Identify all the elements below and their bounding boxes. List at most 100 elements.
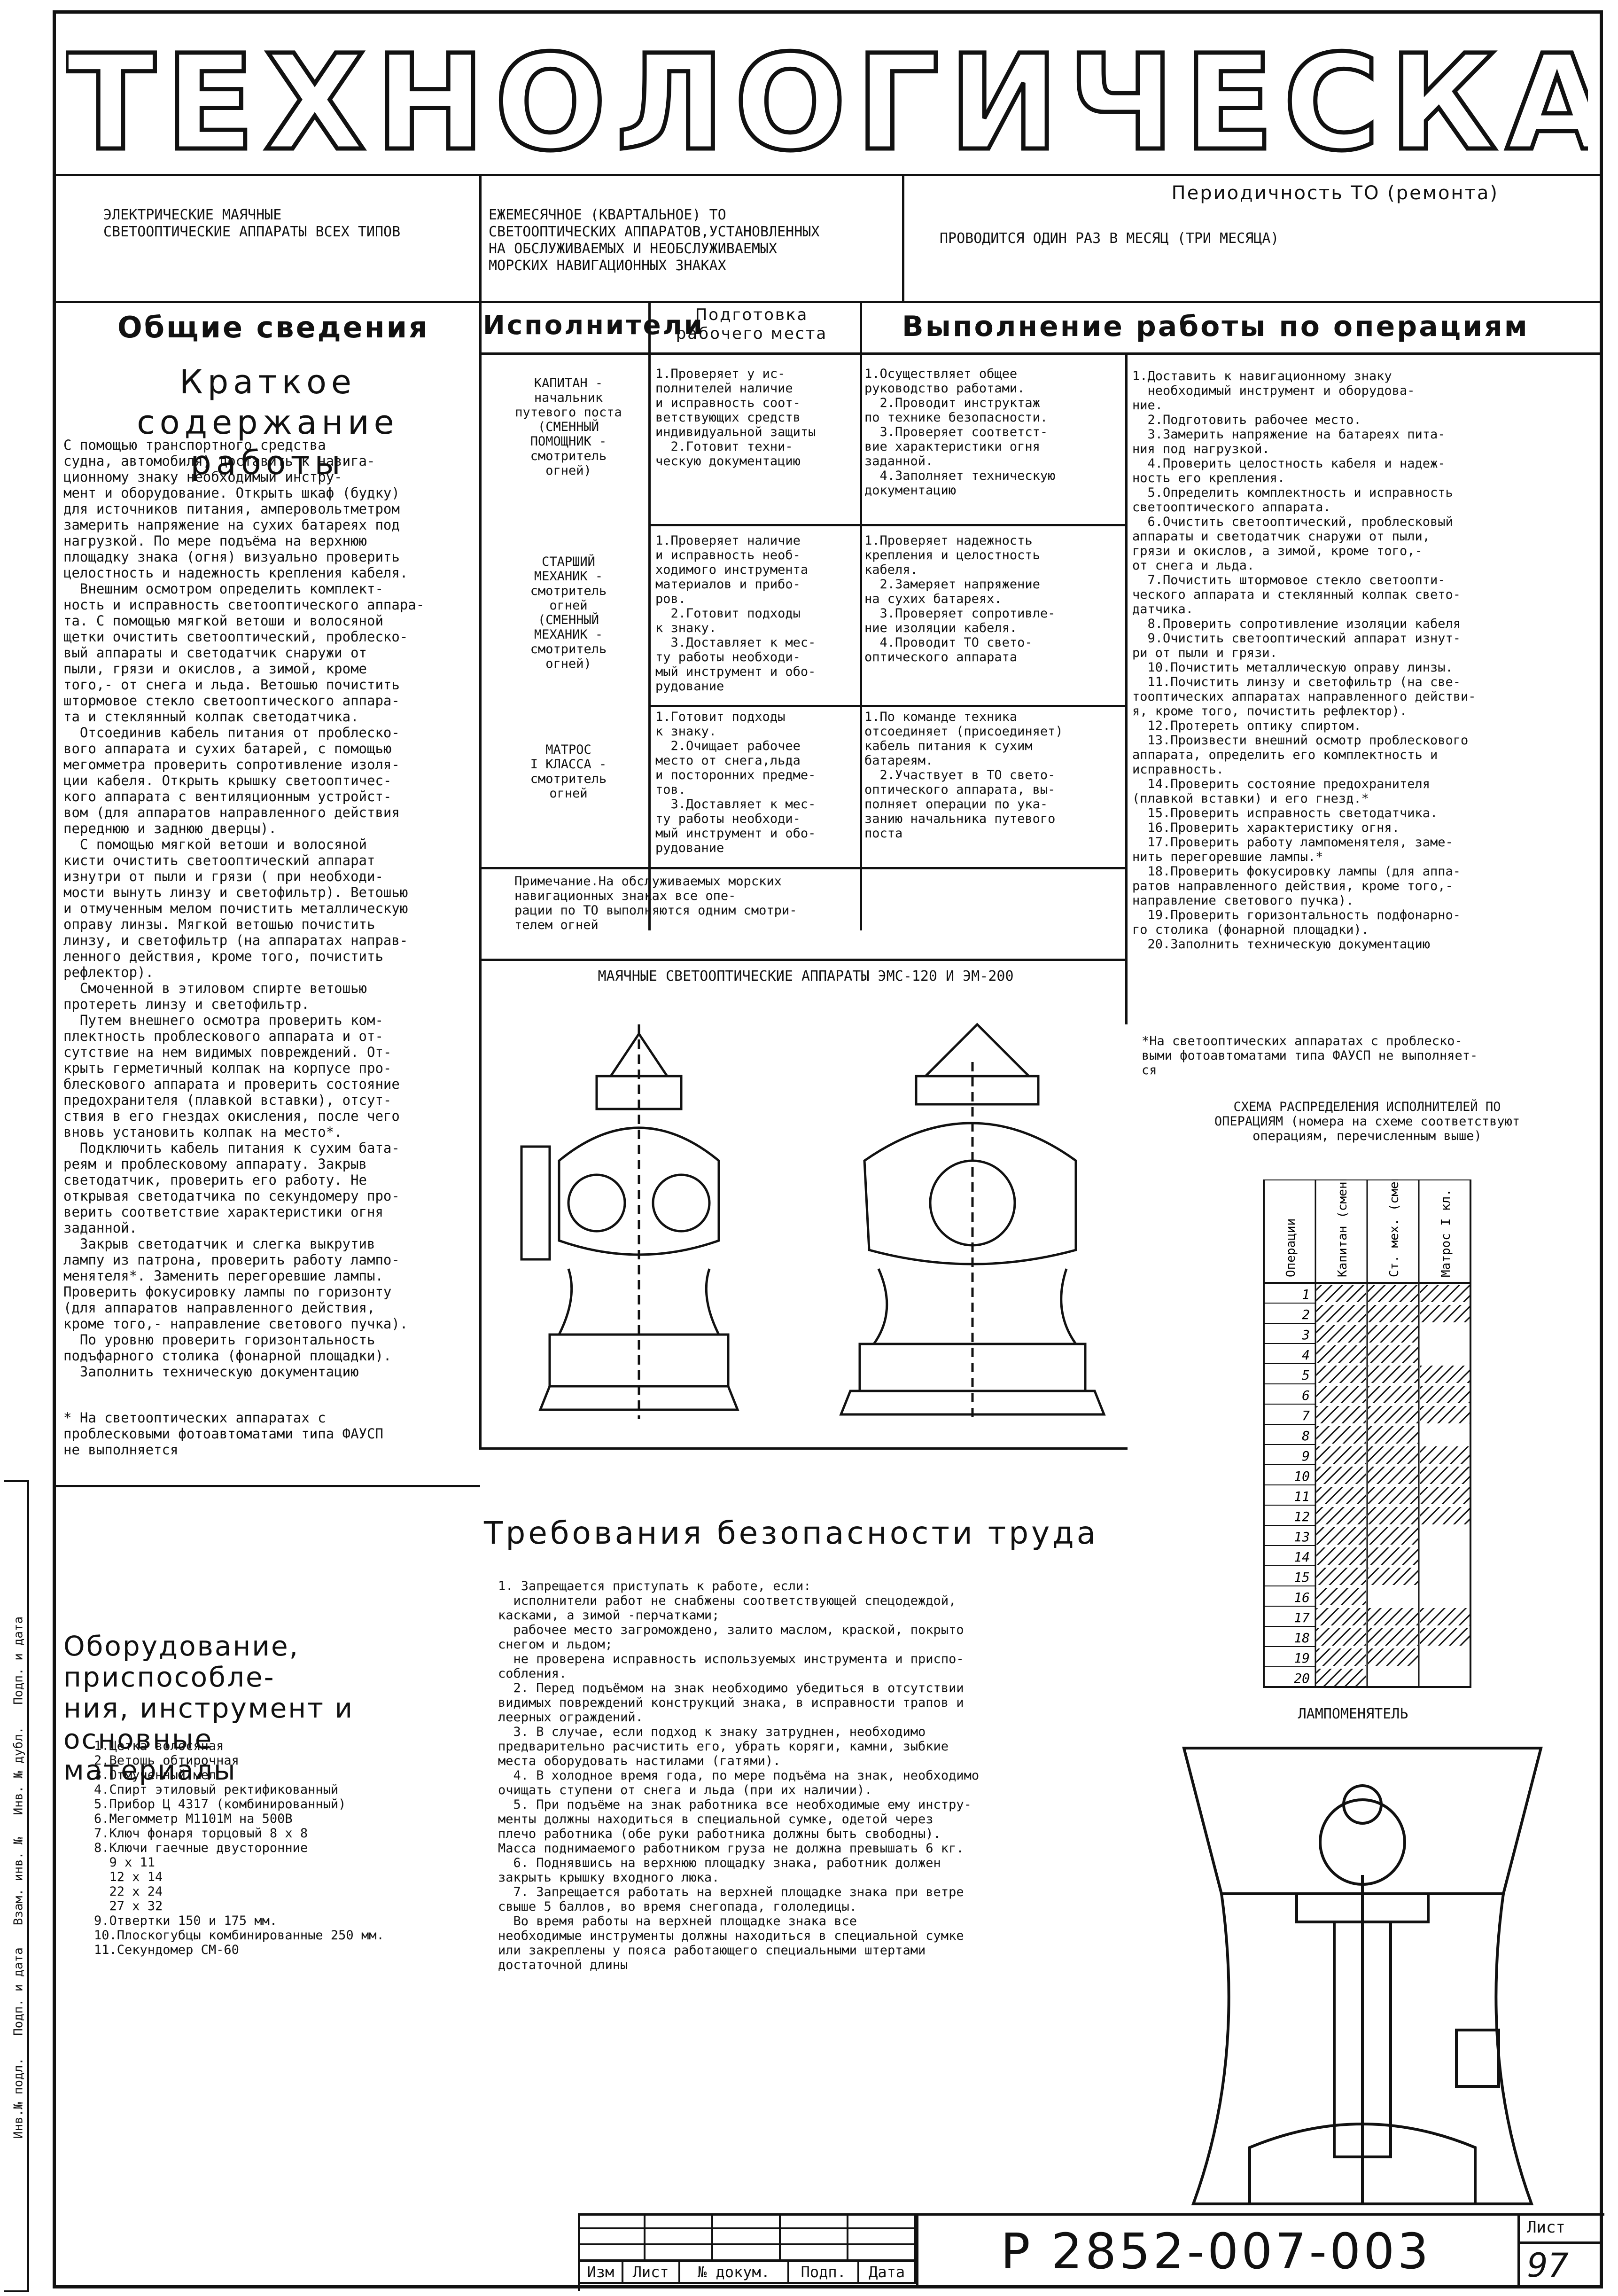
schema-row-number: 14 [1294,1549,1310,1565]
schema-cell-assigned [1316,1467,1366,1484]
prep-sailor: 1.Готовит подходы к знаку. 2.Очищает раб… [655,710,816,855]
sheet-number: 97 [1527,2246,1569,2285]
schema-cell-assigned [1316,1507,1366,1524]
schema-cell-assigned [1420,1446,1470,1464]
divider [479,352,1603,355]
schema-cell-assigned [1316,1487,1366,1504]
performer-captain: КАПИТАН - начальник путевого поста (СМЕН… [515,376,622,478]
schema-header: Капитан (сменный пом.) [1336,1179,1350,1277]
equipment-list: 1.Щетка волосяная 2.Ветошь обтирочная 3.… [94,1739,384,1957]
schema-cell-assigned [1420,1467,1470,1484]
divider [648,301,651,930]
performers-head: Исполнители [483,310,704,341]
schema-cell-assigned [1420,1507,1470,1524]
schema-cell-assigned [1316,1426,1366,1444]
schema-cell-assigned [1420,1487,1470,1504]
schema-cell-assigned [1420,1285,1470,1302]
equipment-title: Оборудование, приспособле- ния, инструме… [63,1630,354,1786]
schema-row-number: 6 [1302,1388,1310,1403]
schema-cell-assigned [1316,1446,1366,1464]
operations-list: 1.Доставить к навигационному знаку необх… [1132,369,1476,952]
schema-cell-assigned [1368,1285,1418,1302]
note: Примечание.На обслуживаемых морских нави… [514,874,797,932]
schema-row-number: 10 [1294,1468,1310,1484]
stamp-col-date: Дата [857,2260,916,2284]
schema-header: Матрос I кл. [1439,1189,1453,1277]
schema-cell-assigned [1368,1406,1418,1423]
schema-cell-assigned [1420,1305,1470,1322]
schema-cell-assigned [1368,1608,1418,1625]
divider [479,1447,1128,1450]
schema-row-number: 2 [1302,1307,1310,1322]
schema-cell-assigned [1316,1285,1366,1302]
schema-cell-assigned [1368,1446,1418,1464]
schema-row-number: 12 [1294,1509,1310,1524]
schema-title: СХЕМА РАСПРЕДЕЛЕНИЯ ИСПОЛНИТЕЛЕЙ ПО ОПЕР… [1214,1100,1520,1143]
lamp-changer-drawing [1175,1734,1550,2232]
divider [916,2213,918,2288]
schema-row-number: 18 [1294,1630,1310,1646]
schema-cell-assigned [1368,1325,1418,1343]
schema-cell-assigned [1420,1366,1470,1383]
divider [860,301,862,930]
lamp-changer-caption: ЛАМПОМЕНЯТЕЛЬ [1298,1706,1408,1722]
divider [648,705,1128,707]
schema-cell-assigned [1368,1467,1418,1484]
performer-chief-mechanic: СТАРШИЙ МЕХАНИК - смотритель огней (СМЕН… [530,554,607,671]
schema-cell-assigned [1420,1386,1470,1403]
schema-row-number: 5 [1302,1367,1310,1383]
ops-captain: 1.Осуществляет общее руководство работам… [864,367,1056,498]
schema-cell-assigned [1316,1588,1366,1605]
divider [53,174,1603,176]
schema-cell-assigned [1420,1608,1470,1625]
divider [479,174,482,301]
schema-cell-assigned [1420,1628,1470,1646]
schema-cell-assigned [1316,1608,1366,1625]
schema-cell-assigned [1316,1305,1366,1322]
apparatus-drawing-svg [520,1023,1106,1419]
summary-text: С помощью транспортного средства судна, … [63,437,425,1380]
schema-cell-assigned [1316,1325,1366,1343]
schema-row-number: 8 [1302,1428,1310,1444]
schema-row-number: 3 [1301,1327,1310,1343]
schema-cell-assigned [1368,1386,1418,1403]
stamp-col-sign: Подп. [787,2260,860,2284]
periodicity-value: ПРОВОДИТСЯ ОДИН РАЗ В МЕСЯЦ (ТРИ МЕСЯЦА) [940,230,1279,247]
schema-cell-assigned [1316,1527,1366,1545]
schema-header: Операции [1284,1218,1298,1277]
apparatus-drawing [503,1006,1123,1429]
ops-chief-mechanic: 1.Проверяет надежность крепления и целос… [864,533,1056,664]
schema-cell-assigned [1316,1345,1366,1363]
divider [479,301,482,1447]
side-stamp [4,1480,29,2292]
side-stamp-text: Инв.№ подл. Подп. и дата Взам. инв. № Ин… [11,1616,26,2139]
schema-cell-assigned [1368,1305,1418,1322]
divider [53,1485,480,1487]
preparation-head: Подготовка рабочего места [676,305,828,343]
schema-row-number: 19 [1294,1650,1310,1666]
schema-cell-assigned [1368,1426,1418,1444]
general-head: Общие сведения [117,310,429,344]
schema-row-number: 9 [1302,1448,1310,1464]
page-title: ТЕХНОЛОГИЧЕСКАЯ КАРТА №35 [66,33,1588,174]
prep-captain: 1.Проверяет у ис- полнителей наличие и и… [655,367,816,469]
page-frame [53,10,1603,2288]
ops-sailor: 1.По команде техника отсоединяет (присое… [864,710,1063,841]
document-number: Р 2852-007-003 [1001,2223,1431,2280]
schema-cell-assigned [1368,1547,1418,1565]
divider [479,959,1128,961]
stamp-col-doc: № докум. [678,2260,790,2284]
performer-sailor: МАТРОС I КЛАССА - смотритель огней [530,742,607,801]
schema-cell-assigned [1316,1406,1366,1423]
figure-caption: МАЯЧНЫЕ СВЕТООПТИЧЕСКИЕ АППАРАТЫ ЭМС-120… [598,968,1014,984]
schema-row-number: 11 [1294,1489,1310,1504]
summary-footnote: * На светооптических аппаратах с проблес… [63,1410,383,1458]
schema-row-number: 13 [1294,1529,1310,1545]
schema-cell-assigned [1420,1406,1470,1423]
schema-row-number: 16 [1294,1590,1310,1605]
schema-cell-assigned [1368,1568,1418,1585]
schema-cell-assigned [1316,1628,1366,1646]
schema-row-number: 1 [1302,1287,1310,1302]
